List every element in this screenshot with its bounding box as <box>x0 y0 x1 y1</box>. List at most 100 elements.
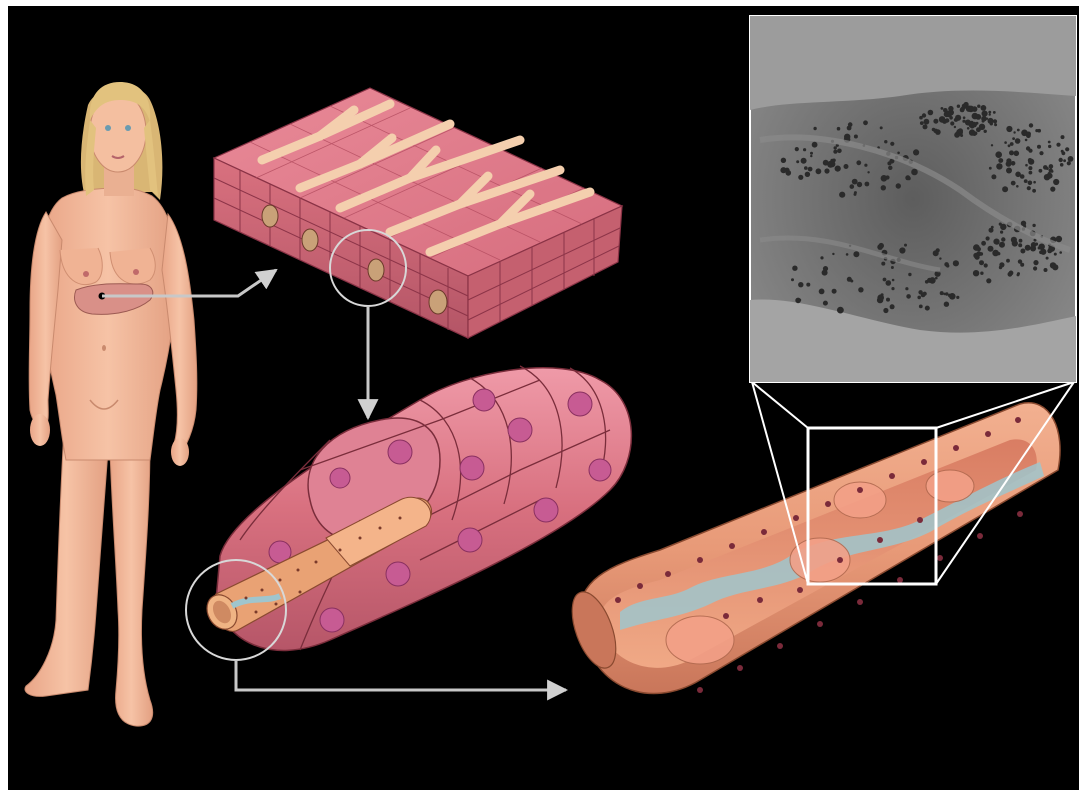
fenestra-pore <box>1033 266 1037 270</box>
fenestra-pore <box>1056 143 1060 147</box>
fenestra-pore <box>883 308 888 313</box>
fenestra-pore <box>1031 242 1037 248</box>
fenestra-pore <box>949 293 956 300</box>
fenestra-pore <box>858 287 863 292</box>
fenestra-pore <box>989 167 992 170</box>
fenestra-pore <box>1011 181 1016 186</box>
fenestra-pore <box>781 158 786 163</box>
fenestra-pore <box>969 129 975 135</box>
fenestra-pore <box>917 296 921 300</box>
fenestra-pore <box>792 266 797 271</box>
fenestra-pore <box>923 292 927 296</box>
fenestra-pore <box>1025 245 1031 251</box>
fenestra-pore <box>955 119 958 122</box>
fenestra-pore <box>833 150 837 154</box>
fenestra-pore <box>991 144 993 146</box>
fenestra-pore <box>999 266 1002 269</box>
fenestra-pore <box>988 118 994 124</box>
fenestra-pore <box>1017 273 1020 276</box>
fenestra-pore <box>881 262 885 266</box>
fenestra-pore <box>1029 123 1033 127</box>
fenestra-pore <box>844 134 850 140</box>
fenestra-pore <box>786 170 792 176</box>
fenestra-pore <box>995 151 1002 158</box>
fenestra-pore <box>834 146 837 149</box>
fenestra-pore <box>928 110 934 116</box>
fenestra-pore <box>867 171 869 173</box>
fenestra-pore <box>1006 126 1012 132</box>
fenestra-pore <box>1009 271 1014 276</box>
fenestra-pore <box>986 118 988 120</box>
fenestra-pore <box>957 105 960 108</box>
fenestra-pore <box>996 242 999 245</box>
fenestra-pore <box>805 172 810 177</box>
fenestra-pore <box>1006 161 1012 167</box>
fenestra-pore <box>812 142 818 148</box>
fenestra-pore <box>933 119 938 124</box>
fenestra-pore <box>960 107 965 112</box>
fenestra-pore <box>989 228 994 233</box>
fenestra-pore <box>1004 141 1007 144</box>
fenestra-pore <box>801 158 807 164</box>
fenestra-pore <box>1039 244 1045 250</box>
fenestra-pore <box>832 289 837 294</box>
fenestra-pore <box>1011 161 1016 166</box>
fenestra-pore <box>943 108 948 113</box>
fenestra-pore <box>989 113 991 115</box>
fenestra-pore <box>977 105 980 108</box>
fenestra-pore <box>1068 156 1074 162</box>
fenestra-pore <box>966 106 972 112</box>
fenestra-pore <box>954 132 960 138</box>
fenestra-pore <box>808 167 813 172</box>
fenestra-pore <box>1027 186 1031 190</box>
fenestra-pore <box>839 192 845 198</box>
fenestra-pore <box>988 246 994 252</box>
fenestra-pore <box>1000 224 1006 230</box>
fenestra-pore <box>884 140 887 143</box>
fenestra-pore <box>908 273 911 276</box>
fenestra-pore <box>996 163 1002 169</box>
fenestra-pore <box>945 118 949 122</box>
fenestra-pore <box>1063 159 1066 162</box>
fenestra-pore <box>940 291 944 295</box>
fenestra-pore <box>1039 169 1043 173</box>
fenestra-pore <box>1033 260 1038 265</box>
fenestra-pore <box>813 127 816 130</box>
fenestra-pore <box>975 255 980 260</box>
fenestra-pore <box>1002 186 1008 192</box>
fenestra-pore <box>920 121 924 125</box>
fenestra-pore <box>919 116 923 120</box>
fenestra-pore <box>850 184 855 189</box>
fenestra-pore <box>832 253 834 255</box>
fenestra-pore <box>877 297 883 303</box>
fenestra-pore <box>1028 166 1032 170</box>
fenestra-pore <box>979 260 984 265</box>
fenestra-pore <box>999 242 1005 248</box>
fenestra-pore <box>1051 170 1054 173</box>
fenestra-pore <box>906 294 911 299</box>
fenestra-pore <box>956 296 959 299</box>
fenestra-pore <box>1012 137 1015 140</box>
fenestra-pore <box>848 122 853 127</box>
fenestra-pore <box>981 241 986 246</box>
fenestra-pore <box>1015 138 1021 144</box>
fenestra-pore <box>933 250 939 256</box>
fenestra-pore <box>890 142 894 146</box>
fenestra-pore <box>829 161 836 168</box>
electron-micrograph <box>750 16 1076 382</box>
fenestra-pore <box>944 302 949 307</box>
fenestra-pore <box>950 121 954 125</box>
fenestra-pore <box>1006 259 1010 263</box>
fenestra-pore <box>863 120 868 125</box>
fenestra-pore <box>1009 150 1014 155</box>
fenestra-pore <box>941 107 944 110</box>
fenestra-pore <box>888 166 892 170</box>
fenestra-pore <box>823 160 829 166</box>
fenestra-pore <box>810 155 812 157</box>
fenestra-pore <box>1006 168 1012 174</box>
fenestra-pore <box>991 174 996 179</box>
fenestra-pore <box>958 128 963 133</box>
fenestra-pore <box>1008 144 1011 147</box>
fenestra-pore <box>948 106 953 111</box>
